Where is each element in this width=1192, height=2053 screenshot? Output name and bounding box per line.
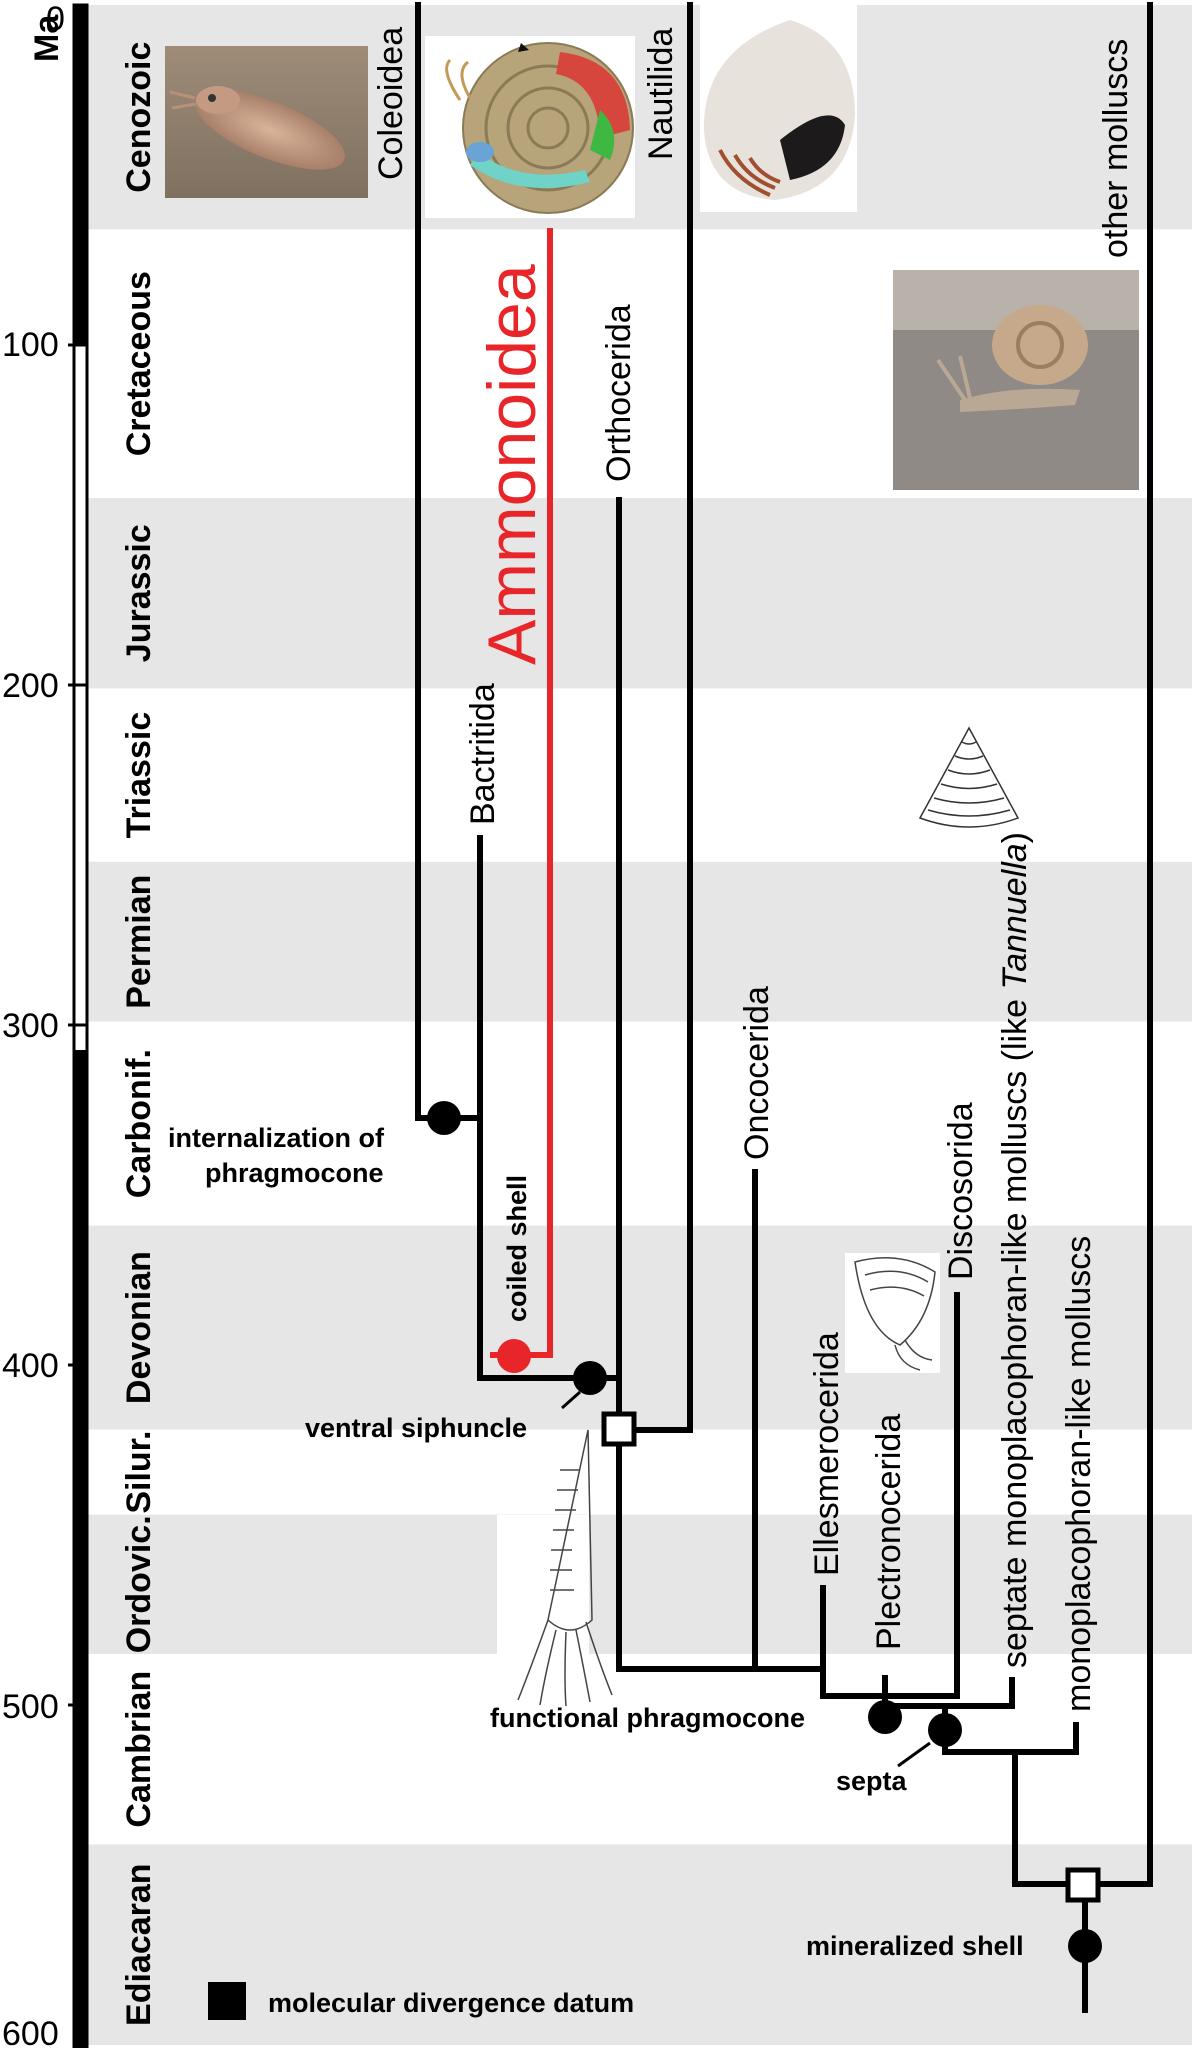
cuttlefish-photo	[165, 46, 368, 198]
orthocone-cephalopod-drawing	[517, 1429, 613, 1707]
label-ellesmerocerida: Ellesmerocerida	[808, 1332, 846, 1576]
legend-label: molecular divergence datum	[268, 1988, 634, 2018]
period-label-9: Cambrian	[120, 1671, 158, 1828]
period-label-4: Permian	[120, 875, 158, 1009]
tick-label-500: 500	[2, 1688, 59, 1726]
label-oncocerida: Oncocerida	[738, 986, 776, 1160]
event-functional-phragmocone: functional phragmocone	[490, 1703, 805, 1733]
event-septa: septa	[836, 1766, 908, 1796]
period-label-3: Triassic	[120, 712, 158, 839]
tannuella-drawing	[918, 726, 1020, 828]
discosorid-drawing	[845, 1253, 940, 1373]
ammonite-reconstruction	[425, 36, 635, 218]
period-band-2	[87, 498, 1192, 689]
septa-pointer	[897, 1741, 931, 1768]
septa-node	[928, 1713, 962, 1747]
event-mineralized-shell: mineralized shell	[806, 1931, 1024, 1961]
conchifera-node	[1065, 1867, 1101, 1903]
event-labels: internalization of phragmocone coiled sh…	[168, 1123, 1024, 1961]
snail-photo	[893, 270, 1139, 490]
period-band-4	[87, 861, 1192, 1022]
axis-unit-label: Ma	[28, 14, 66, 62]
branch-monoplacophoran	[1012, 1722, 1079, 1755]
period-label-2: Jurassic	[120, 524, 158, 662]
branch-conchifera-root	[1012, 1749, 1088, 1887]
period-band-10	[87, 1844, 1192, 2045]
label-bactritida: Bactritida	[464, 683, 502, 825]
label-plectronocerida: Plectronocerida	[870, 1414, 908, 1650]
period-label-6: Devonian	[120, 1251, 158, 1404]
taxon-labels: Coleoidea Nautilida other molluscs Ammon…	[372, 27, 1135, 1712]
axis-labels: Ma 0 100 200 300 400 500 600	[2, 0, 66, 2053]
label-septate-molluscs: septate monoplacophoran-like molluscs (l…	[996, 832, 1034, 1668]
branch-other-molluscs	[1082, 2, 1153, 1887]
tick-label-200: 200	[2, 667, 59, 705]
period-label-8: Ordovic.	[120, 1515, 158, 1653]
period-band-8	[87, 1514, 1192, 1654]
mineralized-shell-node	[1068, 1929, 1102, 1963]
period-label-7: Silur.	[120, 1431, 158, 1514]
nautilus-shell-photo	[700, 2, 857, 212]
legend: molecular divergence datum	[208, 1982, 634, 2020]
phylogenetic-tree	[415, 2, 1153, 2013]
cephalopoda-node	[601, 1411, 637, 1447]
branch-septate	[942, 1677, 1015, 1709]
tick-label-100: 100	[2, 326, 59, 364]
event-ventral-siphuncle: ventral siphuncle	[305, 1413, 527, 1443]
label-discosorida: Discosorida	[942, 1102, 980, 1280]
ventral-siphuncle-pointer	[561, 1390, 581, 1410]
coiled-shell-node	[497, 1339, 531, 1373]
tick-label-400: 400	[2, 1347, 59, 1385]
label-ammonoidea: Ammonoidea	[474, 264, 550, 665]
period-label-10: Ediacaran	[120, 1863, 158, 2026]
time-axis	[68, 3, 89, 2049]
label-monoplacophoran: monoplacophoran-like molluscs	[1060, 1236, 1098, 1712]
branch-nautilida	[619, 2, 693, 1433]
period-label-0: Cenozoic	[120, 42, 158, 193]
label-nautilida: Nautilida	[642, 28, 680, 160]
functional-phragmocone-node	[868, 1700, 902, 1734]
period-label-1: Cretaceous	[120, 271, 158, 456]
period-bands	[87, 5, 1192, 2045]
tick-label-300: 300	[2, 1007, 59, 1045]
label-other-molluscs: other molluscs	[1097, 39, 1135, 258]
event-internalization-line1: internalization of	[168, 1123, 385, 1153]
internalization-node	[427, 1101, 461, 1135]
ventral-siphuncle-node	[573, 1361, 607, 1395]
tick-label-600: 600	[2, 2015, 59, 2048]
period-label-5: Carbonif.	[120, 1049, 158, 1198]
period-labels: CenozoicCretaceousJurassicTriassicPermia…	[120, 42, 158, 2026]
period-band-6	[87, 1225, 1192, 1430]
event-internalization-line2: phragmocone	[205, 1158, 384, 1188]
tick-label-0: 0	[46, 0, 65, 38]
label-orthocerida: Orthocerida	[600, 304, 638, 482]
legend-swatch	[208, 1982, 246, 2020]
event-coiled-shell: coiled shell	[502, 1175, 532, 1322]
label-coleoidea: Coleoidea	[372, 27, 410, 180]
